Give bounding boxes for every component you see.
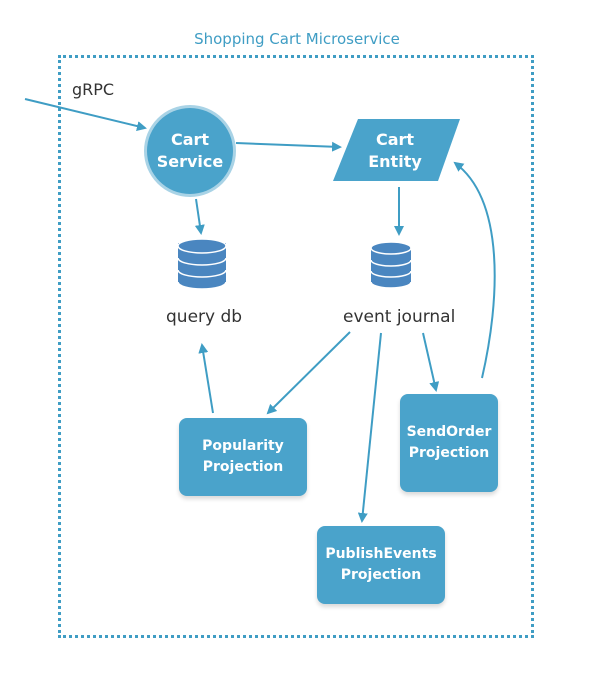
cart-entity-label-line1: Cart xyxy=(375,130,415,149)
cart-service-label-line2: Service xyxy=(156,152,224,171)
cart-entity-shape xyxy=(333,119,460,181)
popularity-projection-line2: Projection xyxy=(202,459,284,475)
cart-entity-label-line2: Entity xyxy=(368,152,422,171)
cart-entity-node: Cart Entity xyxy=(345,121,445,181)
sendorder-projection-line1: SendOrder xyxy=(406,424,492,440)
cart-service-label-line1: Cart xyxy=(170,130,210,149)
diagram-title: Shopping Cart Microservice xyxy=(194,30,400,48)
cart-service-node: Cart Service xyxy=(147,108,233,194)
arrow-event-journal-to-publishevents xyxy=(357,332,382,523)
arrow-popularity-to-query-db xyxy=(198,343,214,414)
arrow-grpc-to-cart-service xyxy=(24,98,147,131)
arrow-sendorder-to-cart-entity xyxy=(453,161,496,379)
publishevents-projection-node: PublishEvents Projection xyxy=(317,526,445,604)
popularity-projection-node: Popularity Projection xyxy=(179,418,307,496)
arrow-event-journal-to-popularity xyxy=(266,331,351,415)
sendorder-projection-line2: Projection xyxy=(408,445,490,461)
popularity-projection-line1: Popularity xyxy=(202,438,284,454)
query-db-label: query db xyxy=(166,307,243,327)
event-journal-label: event journal xyxy=(343,307,456,327)
event-journal-icon xyxy=(370,241,412,289)
arrow-cart-service-to-query-db xyxy=(194,198,205,235)
arrow-cart-service-to-cart-entity xyxy=(235,141,342,152)
grpc-label: gRPC xyxy=(72,80,115,99)
query-db-icon xyxy=(177,238,227,290)
publishevents-projection-line2: Projection xyxy=(340,567,422,583)
arrow-event-journal-to-sendorder xyxy=(422,332,440,392)
publishevents-projection-line1: PublishEvents xyxy=(325,546,437,562)
sendorder-projection-node: SendOrder Projection xyxy=(400,394,498,492)
microservice-boundary xyxy=(58,55,534,638)
